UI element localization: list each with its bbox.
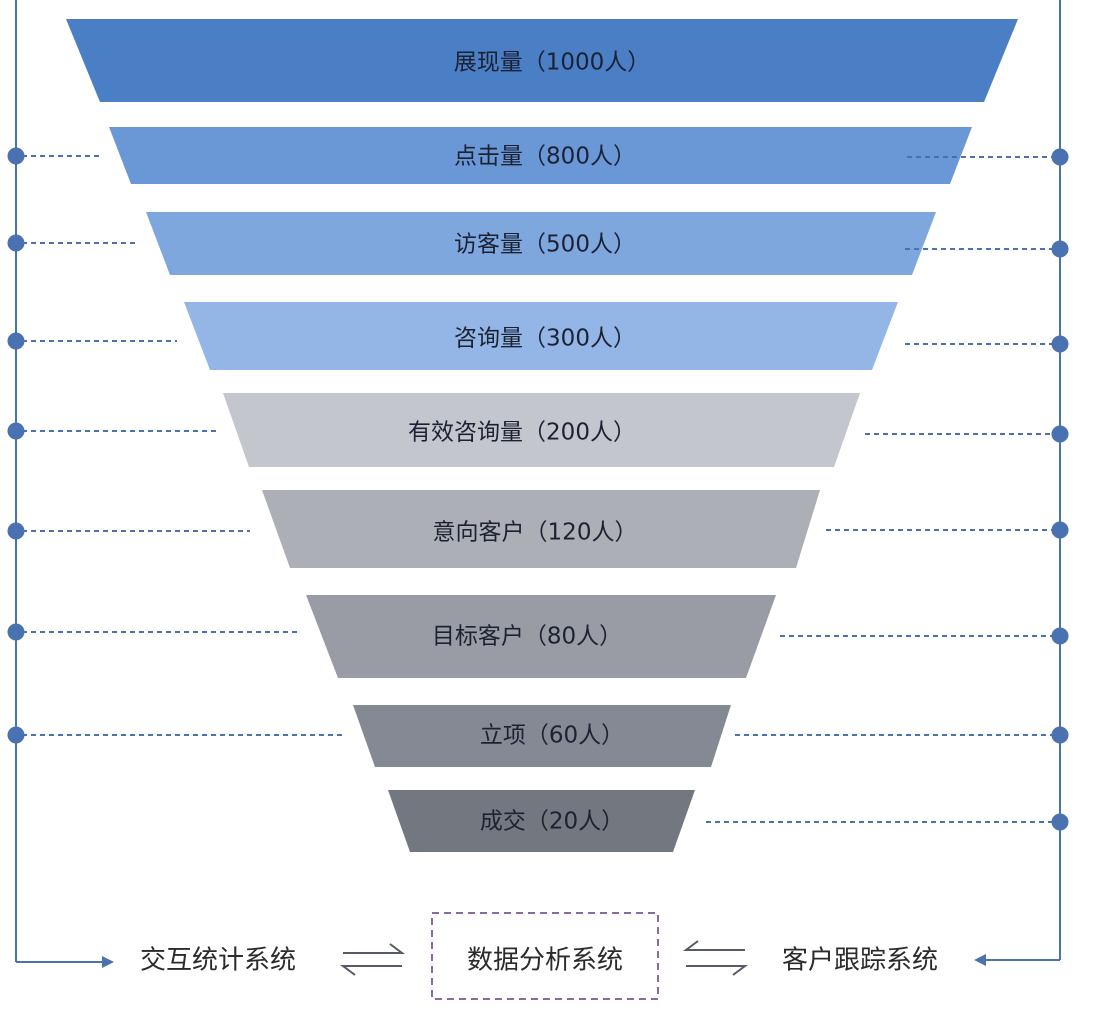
- right-dot: [1051, 627, 1069, 645]
- funnel-stage-2: [109, 127, 972, 184]
- funnel-stage-label-5: 有效咨询量（200人）: [408, 420, 636, 446]
- funnel: 展现量（1000人） 点击量（800人） 访客量（500人） 咨询量（300人）…: [66, 19, 1018, 852]
- left-dot: [7, 147, 25, 165]
- left-dot: [7, 234, 25, 252]
- right-node-dots: [1051, 148, 1069, 831]
- funnel-stage-label-2: 点击量（800人）: [454, 144, 636, 170]
- right-dot: [1051, 148, 1069, 166]
- funnel-stage-1: [66, 19, 1018, 102]
- funnel-stage-label-3: 访客量（500人）: [454, 232, 636, 258]
- left-system-label: 交互统计系统: [140, 946, 296, 976]
- left-dot: [7, 422, 25, 440]
- right-dot: [1051, 813, 1069, 831]
- right-dot: [1051, 425, 1069, 443]
- center-system-label: 数据分析系统: [467, 946, 623, 976]
- center-system-box: [431, 912, 659, 1000]
- funnel-stage-label-6: 意向客户（120人）: [433, 520, 638, 546]
- left-exchange-arrows: [340, 943, 405, 976]
- funnel-stage-9: [388, 790, 695, 852]
- funnel-stage-label-8: 立项（60人）: [480, 723, 624, 749]
- left-node-dots: [7, 147, 25, 744]
- left-dashed-lines: [22, 155, 345, 736]
- right-connector: [706, 0, 1069, 966]
- left-dot: [7, 726, 25, 744]
- funnel-stage-8: [353, 705, 731, 767]
- funnel-stage-label-1: 展现量（1000人）: [454, 50, 651, 76]
- right-system-label: 客户跟踪系统: [782, 946, 938, 976]
- right-dot: [1051, 240, 1069, 258]
- funnel-stage-7: [306, 595, 776, 678]
- right-dot: [1051, 521, 1069, 539]
- right-dot: [1051, 726, 1069, 744]
- funnel-stage-label-4: 咨询量（300人）: [454, 326, 636, 352]
- right-exchange-arrows: [683, 940, 748, 976]
- left-dot: [7, 332, 25, 350]
- left-connector: [7, 0, 345, 968]
- funnel-stage-4: [184, 302, 898, 370]
- funnel-stage-6: [262, 490, 820, 568]
- left-dot: [7, 623, 25, 641]
- right-dot: [1051, 335, 1069, 353]
- funnel-stage-5: [223, 393, 860, 467]
- right-dashed-lines: [706, 156, 1054, 823]
- left-dot: [7, 522, 25, 540]
- funnel-stage-3: [146, 212, 936, 275]
- funnel-stage-label-7: 目标客户（80人）: [432, 624, 622, 650]
- funnel-stage-label-9: 成交（20人）: [480, 809, 624, 835]
